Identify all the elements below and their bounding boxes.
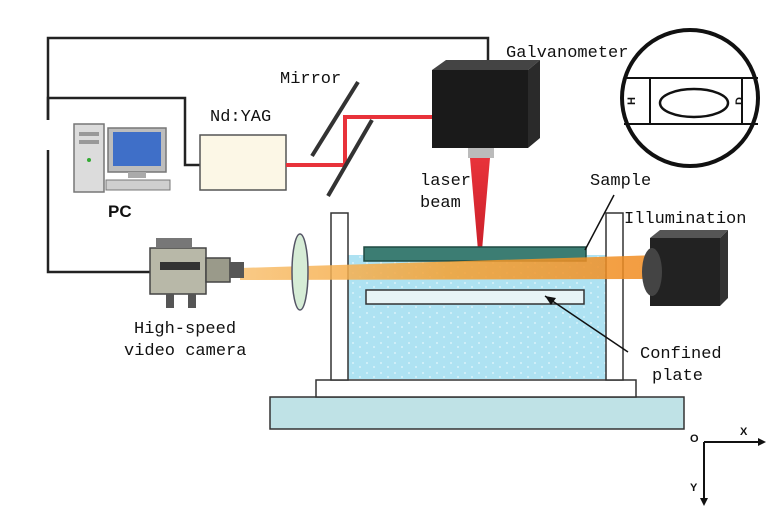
coordinate-axes — [703, 441, 758, 498]
illumination-lamp — [642, 230, 728, 306]
label-sample: Sample — [590, 172, 652, 191]
tank-base — [269, 396, 685, 430]
y-arrowhead — [700, 498, 708, 506]
axis-y-label: Y — [690, 482, 698, 494]
tank-wall-right — [605, 212, 624, 381]
x-arrowhead — [758, 438, 766, 446]
inset-label-h: H — [625, 97, 638, 105]
label-confined-line2: plate — [652, 367, 704, 386]
laser-path — [286, 115, 435, 167]
axis-x-label: X — [740, 426, 748, 438]
galvanometer-device — [432, 60, 540, 158]
wire-pc-camera — [46, 150, 150, 274]
pc-icon — [73, 123, 171, 193]
label-pc: PC — [108, 202, 132, 221]
illumination-beam — [240, 255, 660, 280]
focused-laser-beam — [470, 158, 490, 262]
confined-pointer — [544, 295, 629, 353]
mirror-lower — [326, 118, 374, 198]
confined-plate — [365, 289, 585, 305]
wire-pc-laser — [46, 96, 200, 167]
label-camera-line2: video camera — [124, 342, 247, 361]
label-beam: beam — [420, 194, 461, 213]
inset-detail — [620, 28, 760, 168]
label-mirror: Mirror — [280, 70, 342, 89]
label-galvanometer: Galvanometer — [506, 44, 629, 63]
mirror-upper — [310, 80, 360, 158]
axis-origin-label: O — [690, 433, 699, 445]
tank-stand — [315, 379, 637, 398]
high-speed-camera — [149, 238, 244, 308]
label-illumination: Illumination — [624, 210, 747, 229]
label-confined-line1: Confined — [640, 345, 722, 364]
label-nd-yag: Nd:YAG — [210, 108, 272, 127]
label-camera-line1: High-speed — [134, 320, 237, 339]
label-laser: laser — [420, 172, 472, 191]
nd-yag-laser — [199, 134, 287, 191]
tank-wall-left — [330, 212, 349, 381]
confined-arrowhead — [545, 296, 556, 305]
inset-label-d: D — [733, 97, 746, 105]
sample-pointer — [584, 194, 615, 251]
lens — [291, 233, 309, 311]
